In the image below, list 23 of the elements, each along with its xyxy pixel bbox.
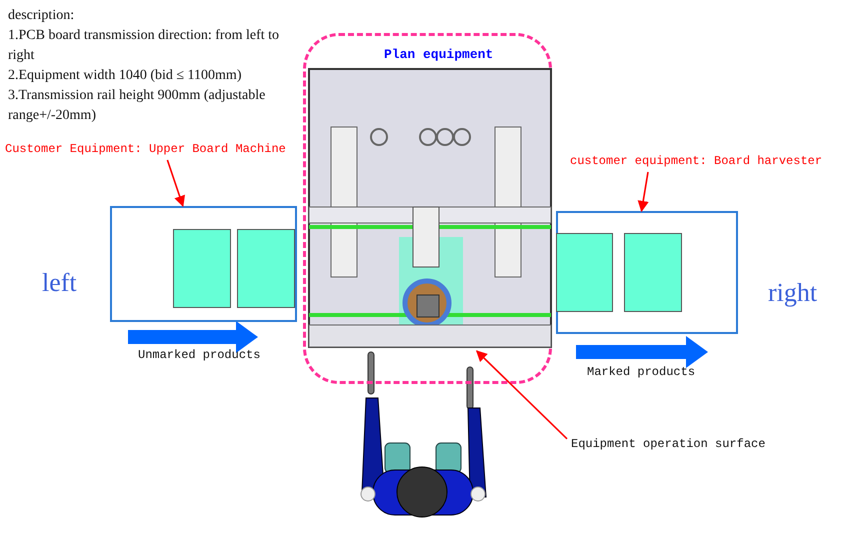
leader-line: [638, 172, 649, 212]
leader-line: [476, 350, 568, 440]
description-text: description:: [8, 7, 76, 25]
flow-label: Marked products: [587, 365, 696, 379]
callout-text: Customer Equipment: Upper Board Machine: [5, 142, 286, 156]
machine-drawing: [307, 67, 553, 351]
callout-text: customer equipment: Board harvester: [570, 154, 822, 168]
pcb-board: [173, 229, 231, 308]
flow-label: Unmarked products: [138, 348, 260, 362]
pcb-board: [237, 229, 295, 308]
pcb-board: [556, 233, 613, 312]
description-text: 3.Transmission rail height 900mm (adjustable range+/-20mm): [8, 87, 266, 125]
description-text: 2.Equipment width 1040 (bid ≤ 1100mm): [8, 67, 242, 85]
leader-line: [166, 160, 185, 208]
side-label: right: [768, 278, 818, 308]
equipment-box: [110, 206, 297, 322]
description-text: 1.PCB board transmission direction: from left to right: [8, 27, 280, 65]
equipment-box: [556, 211, 738, 334]
callout-text: Equipment operation surface: [571, 437, 766, 451]
area-title: Plan equipment: [384, 47, 494, 62]
side-label: left: [42, 268, 77, 298]
plan-equipment-area: [303, 33, 552, 384]
pcb-board: [624, 233, 682, 312]
